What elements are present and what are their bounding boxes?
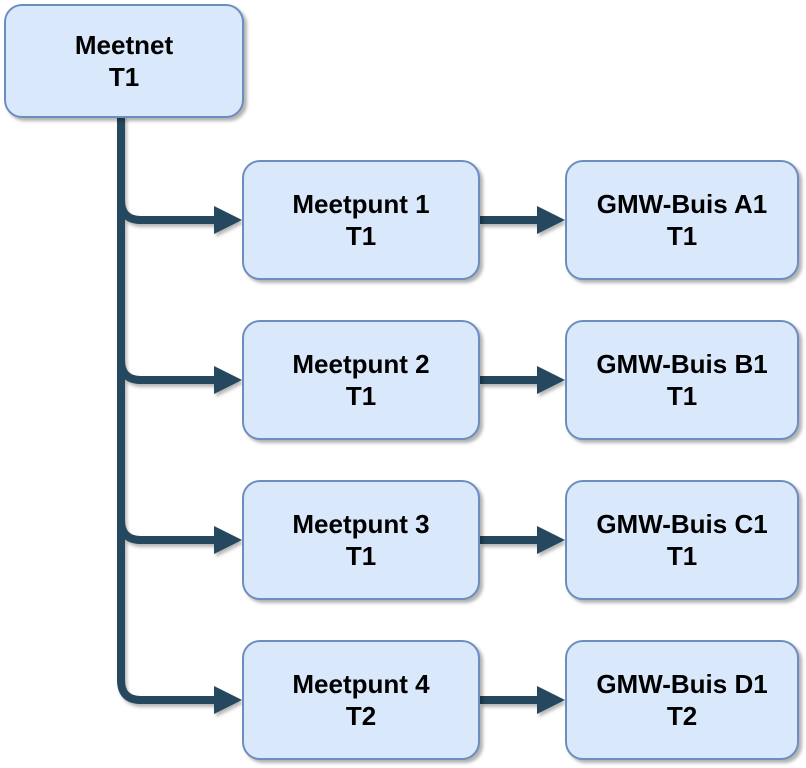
node-subtitle: T1 bbox=[666, 541, 698, 571]
node-subtitle: T1 bbox=[345, 381, 377, 411]
node-title: Meetpunt 3 bbox=[292, 509, 430, 539]
arrowhead bbox=[537, 686, 565, 714]
node-meetnet: Meetnet T1 bbox=[4, 4, 244, 118]
arrowhead bbox=[214, 686, 242, 714]
node-title: Meetnet bbox=[74, 30, 174, 60]
arrowhead bbox=[214, 206, 242, 234]
edge-meetnet-meetpunt-4 bbox=[117, 116, 216, 704]
node-gmw-buis-a1: GMW-Buis A1 T1 bbox=[565, 160, 799, 280]
node-gmw-buis-d1: GMW-Buis D1 T2 bbox=[565, 640, 799, 760]
node-subtitle: T2 bbox=[345, 701, 377, 731]
node-title: Meetpunt 1 bbox=[292, 189, 430, 219]
node-title: GMW-Buis C1 bbox=[596, 509, 768, 539]
edge-meetnet-meetpunt-2 bbox=[117, 116, 216, 384]
node-meetpunt-3: Meetpunt 3 T1 bbox=[242, 480, 480, 600]
node-title: Meetpunt 4 bbox=[292, 669, 430, 699]
node-meetpunt-2: Meetpunt 2 T1 bbox=[242, 320, 480, 440]
arrowhead bbox=[537, 526, 565, 554]
node-title: Meetpunt 2 bbox=[292, 349, 430, 379]
node-title: GMW-Buis B1 bbox=[596, 349, 768, 379]
node-subtitle: T1 bbox=[108, 62, 140, 92]
node-gmw-buis-c1: GMW-Buis C1 T1 bbox=[565, 480, 799, 600]
arrowhead bbox=[537, 366, 565, 394]
node-title: GMW-Buis A1 bbox=[596, 189, 768, 219]
edge-meetnet-meetpunt-1 bbox=[117, 116, 216, 224]
node-meetpunt-1: Meetpunt 1 T1 bbox=[242, 160, 480, 280]
node-subtitle: T1 bbox=[666, 221, 698, 251]
arrowhead bbox=[214, 366, 242, 394]
node-subtitle: T1 bbox=[345, 541, 377, 571]
edge-meetnet-meetpunt-3 bbox=[117, 116, 216, 544]
node-subtitle: T2 bbox=[666, 701, 698, 731]
arrowhead bbox=[214, 526, 242, 554]
node-subtitle: T1 bbox=[345, 221, 377, 251]
node-title: GMW-Buis D1 bbox=[596, 669, 768, 699]
node-subtitle: T1 bbox=[666, 381, 698, 411]
arrowhead bbox=[537, 206, 565, 234]
node-gmw-buis-b1: GMW-Buis B1 T1 bbox=[565, 320, 799, 440]
node-meetpunt-4: Meetpunt 4 T2 bbox=[242, 640, 480, 760]
